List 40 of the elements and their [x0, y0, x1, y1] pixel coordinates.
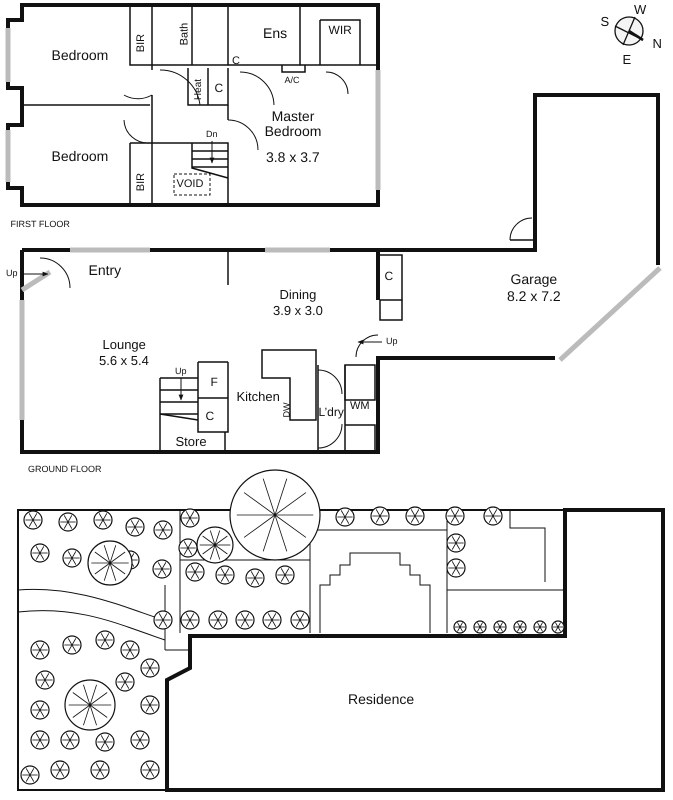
room-label: S [600, 15, 610, 30]
room-label: N [652, 37, 662, 52]
room-label: BIR [135, 34, 148, 52]
direction-label: Dn [206, 130, 218, 140]
room-label: Lounge [102, 338, 146, 352]
room-label: Master Bedroom [264, 108, 322, 140]
room-label: 8.2 x 7.2 [507, 288, 561, 304]
room-label: VOID [176, 178, 204, 190]
room-label: Heat [192, 78, 204, 100]
room-label: Ens [263, 26, 288, 41]
room-label: Store [176, 435, 207, 450]
room-label: C [206, 410, 214, 423]
room-label: W [634, 3, 646, 18]
room-label: WM [350, 400, 370, 412]
room-label: Entry [88, 262, 122, 278]
room-label: Bedroom [52, 48, 108, 63]
room-label: WIR [328, 24, 352, 37]
room-label: GROUND FLOOR [28, 465, 102, 475]
direction-label: Up [6, 269, 18, 279]
room-label: FIRST FLOOR [10, 220, 70, 230]
room-label: F [210, 376, 218, 389]
room-label: 3.8 x 3.7 [266, 150, 320, 165]
room-label: C [232, 55, 240, 68]
room-label: 5.6 x 5.4 [99, 354, 149, 368]
room-label: Bedroom [52, 148, 108, 164]
room-label: L’dry [318, 406, 344, 419]
room-label: E [622, 53, 632, 68]
room-label: Garage [510, 272, 558, 287]
room-label: 3.9 x 3.0 [273, 304, 323, 318]
direction-label: Up [386, 337, 398, 347]
room-label: A/C [284, 76, 300, 86]
room-label: Dining [280, 288, 316, 302]
room-label: BIR [135, 172, 148, 192]
room-label: Bath [178, 22, 190, 46]
room-label: Kitchen [236, 390, 280, 404]
room-label: C [214, 82, 224, 95]
room-label: C [384, 270, 394, 283]
direction-label: Up [175, 367, 187, 377]
room-label: DW [282, 402, 292, 418]
room-label: Residence [348, 692, 414, 707]
